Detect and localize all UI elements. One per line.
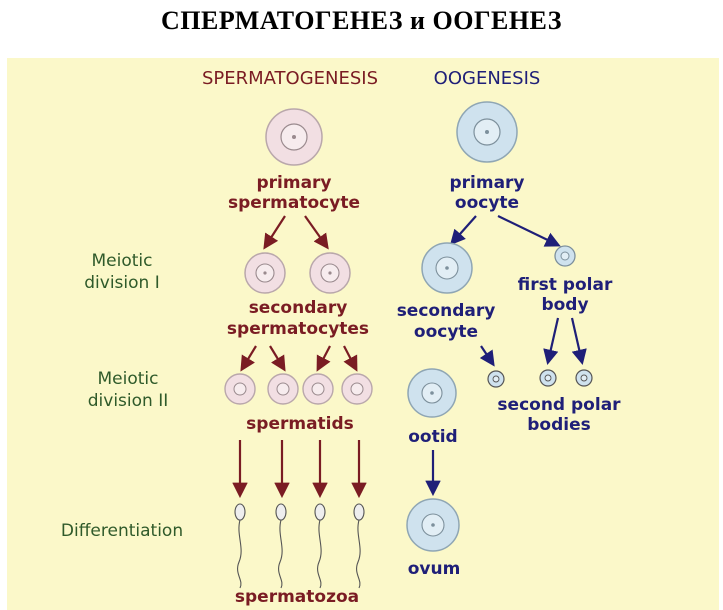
oogenesis-header: OOGENESIS [434, 68, 541, 89]
primary-oocyte-cell [456, 101, 518, 163]
differentiation-label: Differentiation [61, 521, 183, 541]
spermatozoon [234, 503, 246, 589]
arrow [304, 215, 329, 250]
secondary-spermatocyte-cell [309, 252, 351, 294]
second-polar-bodies-label-line2: bodies [527, 415, 591, 435]
second-polar-bodies-label-line1: second polar [497, 395, 621, 415]
diagram-panel [7, 58, 719, 610]
spermatozoon [275, 503, 287, 589]
secondary-spermatocytes-label-line1: secondary [249, 298, 348, 318]
first-polar-body-cell [554, 245, 576, 267]
spermatozoon [353, 503, 365, 589]
secondary-spermatocyte-cell [244, 252, 286, 294]
first-polar-body-label-line1: first polar [518, 275, 613, 295]
arrow [543, 317, 560, 366]
spermatid-cell [224, 373, 256, 405]
spermatid-cell [302, 373, 334, 405]
primary-spermatocyte-label-line1: primary [256, 173, 331, 193]
spermatozoa-label: spermatozoa [235, 587, 359, 607]
spermatids-label: spermatids [246, 414, 354, 434]
ovum-cell [406, 498, 460, 552]
secondary-spermatocytes-label-line2: spermatocytes [227, 319, 369, 339]
ootid-label: ootid [408, 427, 457, 447]
second-polar-body-cell [575, 369, 593, 387]
page-title: СПЕРМАТОГЕНЕЗ и ООГЕНЕЗ [161, 6, 562, 35]
spermatogenesis-header: SPERMATOGENESIS [202, 68, 378, 89]
primary-oocyte-label-line1: primary [449, 173, 524, 193]
spermatid-cell [267, 373, 299, 405]
ovum-label: ovum [408, 559, 461, 579]
meiotic-division-2-label-line2: division II [88, 391, 168, 411]
secondary-oocyte-label-line2: oocyte [414, 322, 478, 342]
primary-oocyte-label-line2: oocyte [455, 193, 519, 213]
arrow [570, 317, 587, 366]
second-polar-body-cell [487, 370, 505, 388]
arrow [316, 345, 331, 372]
second-polar-body-cell [539, 369, 557, 387]
primary-spermatocyte-label-line2: spermatocyte [228, 193, 360, 213]
spermatid-cell [341, 373, 373, 405]
arrow [269, 345, 286, 372]
arrow [449, 215, 477, 246]
secondary-oocyte-cell [421, 242, 473, 294]
meiotic-division-1-label-line2: division I [84, 273, 159, 293]
first-polar-body-label-line2: body [541, 295, 588, 315]
arrow [263, 215, 286, 250]
arrow [240, 345, 257, 372]
ootid-cell [407, 368, 457, 418]
primary-spermatocyte-cell [265, 108, 323, 166]
arrow [479, 345, 495, 367]
arrow [343, 345, 358, 372]
spermatozoon [314, 503, 326, 589]
secondary-oocyte-label-line1: secondary [397, 301, 496, 321]
arrow [497, 215, 561, 247]
meiotic-division-2-label-line1: Meiotic [98, 369, 159, 389]
meiotic-division-1-label-line1: Meiotic [92, 251, 153, 271]
